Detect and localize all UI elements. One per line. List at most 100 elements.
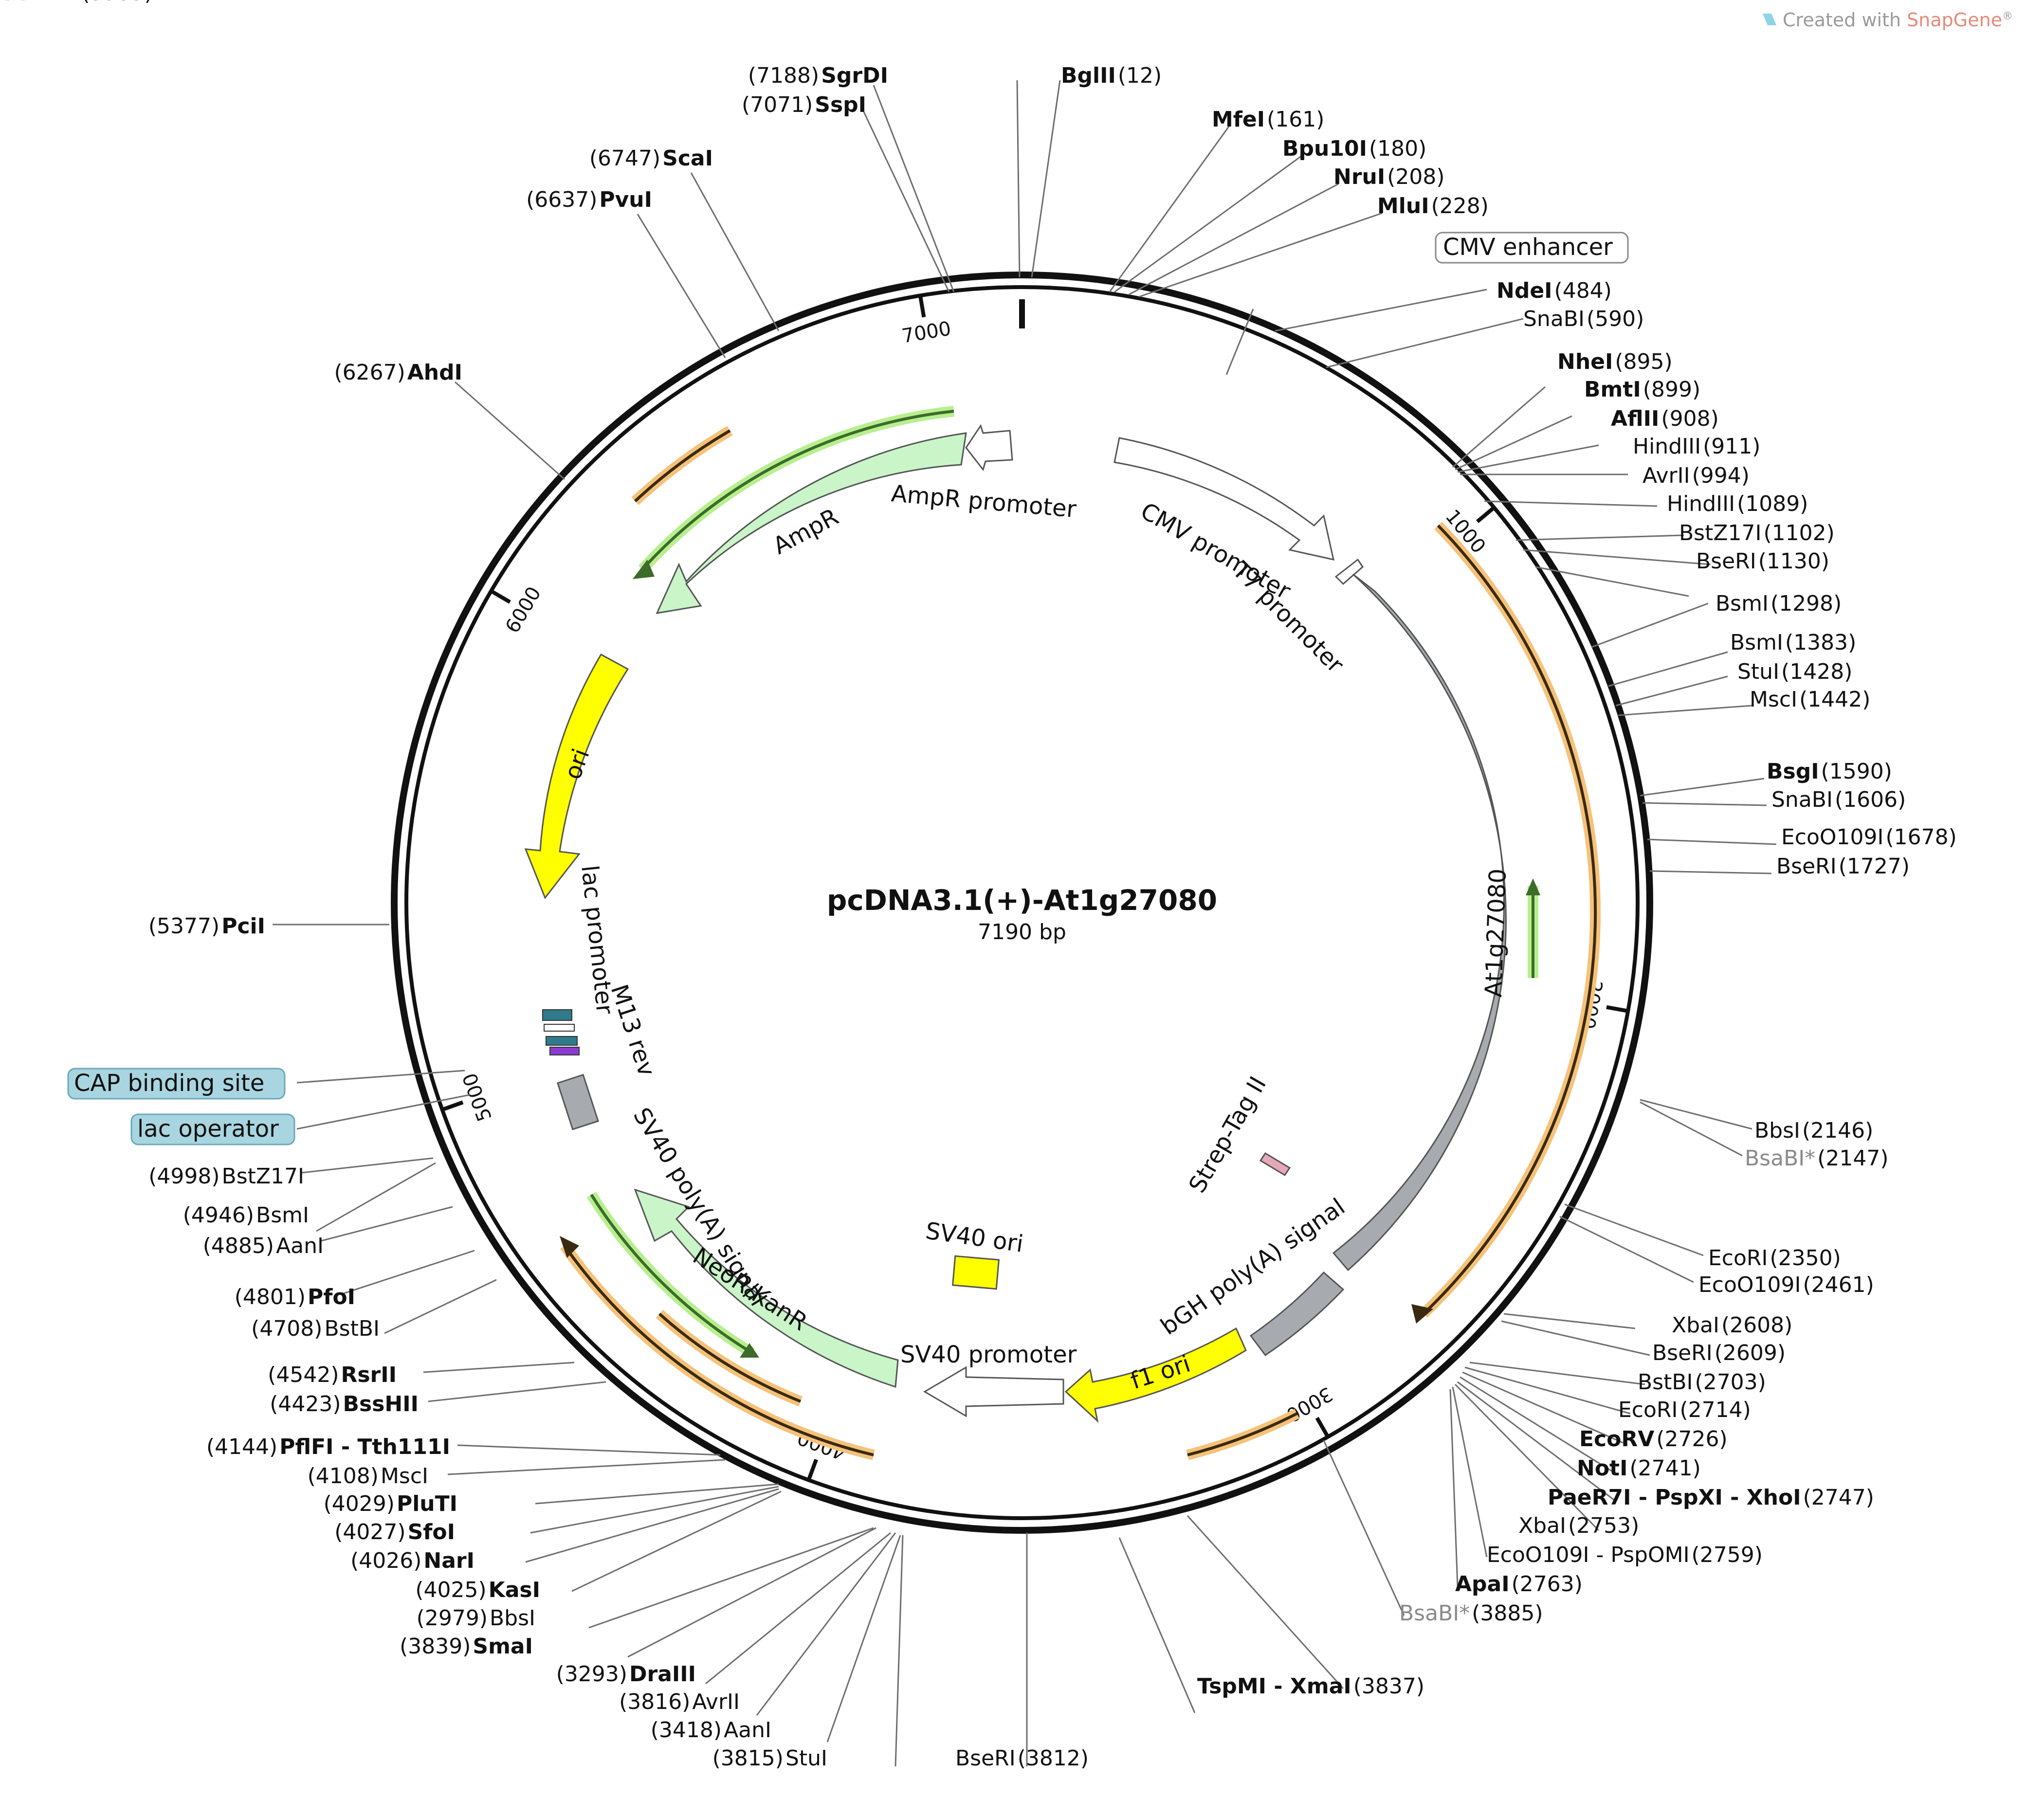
restriction-site-position: (4026)	[350, 1548, 421, 1573]
restriction-site-27: (5377) PciI	[148, 914, 265, 939]
restriction-site-name: EcoO109I - PspOMI	[1487, 1543, 1690, 1567]
restriction-site-position: (6637)	[526, 187, 597, 212]
restriction-site-position: (2146)	[1802, 1118, 1873, 1143]
restriction-site-position: (2608)	[1721, 1313, 1792, 1338]
plasmid-title: pcDNA3.1(+)-At1g27080	[827, 884, 1217, 917]
restriction-site-50: XbaI (2753)	[1518, 1513, 1639, 1538]
restriction-site-name: ApaI	[1455, 1572, 1510, 1597]
restriction-site-position: (1130)	[1758, 549, 1829, 574]
restriction-site-name: BbsI	[1754, 1118, 1800, 1143]
restriction-site-position: (5377)	[148, 914, 219, 939]
credit: Created with SnapGene®	[1763, 9, 2013, 31]
restriction-site-2: (7071) SspI	[742, 92, 866, 117]
restriction-site-12: NheI (895)	[1557, 349, 1673, 374]
restriction-site-18: BstZ17I (1102)	[1679, 521, 1835, 545]
restriction-site-name: BseRI	[1652, 1341, 1713, 1365]
restriction-site-position: (1678)	[1886, 825, 1957, 850]
restriction-site-position: (2747)	[1803, 1485, 1874, 1510]
tick-label-5000: 5000	[458, 1070, 496, 1124]
restriction-site-45: (4144) PflFI - Tth111I	[206, 1435, 450, 1459]
restriction-site-position: (590)	[1587, 307, 1644, 331]
restriction-site-position: (4423)	[270, 1392, 341, 1417]
backbone	[391, 272, 1653, 1534]
restriction-site-position: (180)	[1369, 136, 1426, 161]
strep-tag-feature	[1259, 1152, 1291, 1177]
restriction-site-name: StuI	[1737, 659, 1779, 684]
credit-suffix: ®	[2002, 10, 2013, 22]
f1-ori-feature	[1064, 1327, 1247, 1423]
restriction-site-name: SspI	[815, 92, 866, 117]
svg-text:Created with SnapGene®: Created with SnapGene®	[1783, 9, 2013, 31]
restriction-site-position: (4801)	[235, 1285, 306, 1309]
restriction-site-name: XbaI	[1518, 1513, 1566, 1538]
restriction-site-name: PflFI - Tth111I	[279, 1435, 450, 1459]
tick-mark-4000	[807, 1458, 818, 1480]
restriction-site-20: BsmI (1298)	[1716, 591, 1842, 616]
restriction-site-name: AhdI	[407, 360, 462, 385]
restriction-site-position: (2350)	[1770, 1246, 1841, 1271]
restriction-site-position: (3293)	[556, 1662, 627, 1687]
tick-mark-1000	[1476, 507, 1495, 524]
restriction-site-24: BsgI (1590)	[1767, 759, 1892, 784]
restriction-site-0: (7188) SgrDI	[748, 63, 888, 88]
restriction-site-position: (4885)	[203, 1234, 274, 1258]
restriction-site-position: (1102)	[1763, 521, 1834, 545]
restriction-site-position: (7071)	[742, 92, 813, 117]
restriction-site-name: AflII	[1611, 406, 1659, 431]
restriction-site-position: (4998)	[148, 1164, 219, 1189]
restriction-site-position: (3885)	[1472, 1601, 1543, 1626]
t7-promoter-feature	[1334, 558, 1364, 585]
tick-label-6000: 6000	[501, 583, 546, 637]
restriction-site-44: EcoRV (2726)	[1579, 1427, 1728, 1452]
restriction-site-position: (2763)	[1512, 1572, 1583, 1597]
sv40-promoter-label: SV40 promoter	[900, 1341, 1077, 1368]
restriction-site-position: (3837)	[1353, 1674, 1424, 1699]
restriction-site-5: (6747) ScaI	[589, 146, 713, 171]
restriction-site-name: EcoRI	[1708, 1246, 1768, 1271]
restriction-site-position: (1089)	[1737, 491, 1808, 516]
restriction-site-position: (161)	[1267, 107, 1324, 132]
restriction-site-name: MscI	[381, 1464, 428, 1489]
restriction-site-38: XbaI (2608)	[1672, 1313, 1792, 1338]
restriction-site-61: (3816) AvrII	[619, 1689, 740, 1714]
restriction-site-position: (3815)	[712, 1746, 784, 1771]
restriction-site-53: (4026) NarI	[350, 1548, 474, 1573]
restriction-site-position: (1727)	[1839, 854, 1910, 879]
restriction-site-14: AflII (908)	[1611, 406, 1719, 431]
restriction-site-position: (3812)	[1018, 1746, 1089, 1771]
lac-region-glyphs	[542, 1009, 580, 1055]
restriction-site-position: (4025)	[415, 1578, 486, 1602]
at1g27080-feature	[1332, 573, 1507, 1271]
ampr-promoter-label: AmpR promoter	[890, 480, 1077, 523]
restriction-site-position: (6267)	[334, 360, 405, 385]
restriction-site-59: (3293) DraIII	[556, 1662, 696, 1687]
restriction-site-6: NruI (208)	[1333, 164, 1445, 189]
tick-label-7000: 7000	[900, 317, 953, 347]
restriction-site-47: (4108) MscI	[308, 1464, 428, 1489]
restriction-site-name: SnaBI	[1771, 787, 1833, 812]
restriction-site-position: (4708)	[251, 1316, 322, 1341]
restriction-site-15: HindIII (911)	[1633, 434, 1760, 459]
restriction-site-22: StuI (1428)	[1737, 659, 1852, 684]
tick-mark-6000	[491, 590, 511, 604]
restriction-site-name: SgrDI	[821, 63, 888, 88]
restriction-site-40: (4542) RsrII	[268, 1362, 397, 1387]
restriction-site-17: HindIII (1089)	[1667, 491, 1808, 516]
restriction-site-name: BstZ17I	[222, 1164, 304, 1189]
strep-tag-label: Strep-Tag II	[1184, 1072, 1272, 1198]
restriction-site-name: XbaI	[1672, 1313, 1719, 1338]
restriction-site-position: (6747)	[589, 146, 660, 171]
restriction-site-name: BssHII	[343, 1392, 419, 1417]
restriction-site-name: BbsI	[490, 1606, 535, 1631]
restriction-site-name: NotI	[1577, 1456, 1627, 1481]
restriction-site-31: BsaBI* (2147)	[1745, 1146, 1889, 1171]
svg-text:CMV enhancer: CMV enhancer	[1443, 234, 1613, 261]
restriction-site-name: HindIII	[1633, 434, 1701, 459]
restriction-site-position: (2753)	[1568, 1513, 1639, 1538]
restriction-site-position: (3583)	[81, 0, 152, 5]
restriction-site-name: BsaBI*	[1399, 1601, 1470, 1626]
restriction-site-position: (2609)	[1715, 1341, 1786, 1365]
restriction-site-position: (895)	[1615, 349, 1672, 374]
